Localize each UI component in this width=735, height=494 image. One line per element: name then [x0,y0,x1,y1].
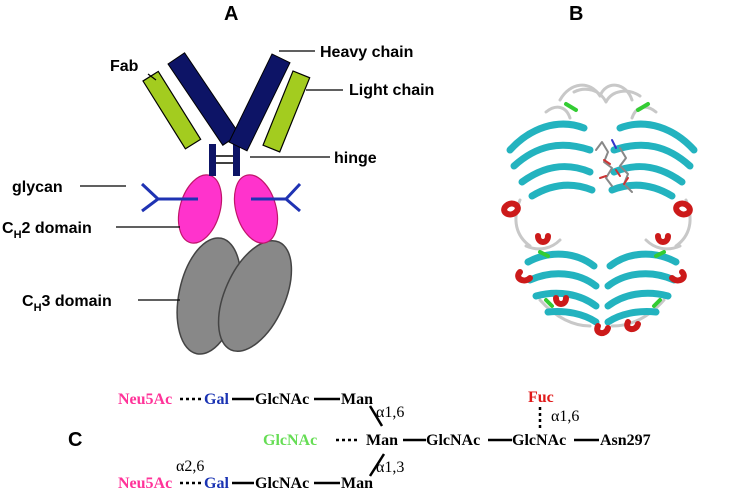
glcnac-core-2: GlcNAc [512,432,566,449]
light-chain-label: Light chain [349,82,434,99]
hinge-region [209,144,240,176]
ch3-domain-right [217,239,293,353]
neu5ac-bottom: Neu5Ac [118,475,172,492]
heavy-chain-right [228,53,291,152]
link-man-bottom-core [368,453,386,477]
fab-label: Fab [110,58,139,75]
panel-c-letter: C [68,429,82,451]
ch2-domain-right [233,174,279,244]
man-core: Man [366,432,398,449]
glycan-label: glycan [12,179,63,196]
ch2-label: CH2 domain [2,220,92,241]
beta-strands-upper-right [608,120,698,200]
heavy-chain-label: Heavy chain [320,44,413,61]
loop-coils [514,83,692,328]
alpha16-top-label: α1,6 [376,404,404,421]
beta-strands-lower-right [604,250,680,326]
neu5ac-top: Neu5Ac [118,391,172,408]
ch2-domain-left [177,174,223,244]
alpha-helices [501,200,693,336]
glycan-sticks [595,139,633,193]
panel-b: B [501,3,698,336]
link-man-top-core [368,405,384,427]
light-chain-right [262,70,311,153]
glcnac-bisecting: GlcNAc [263,432,317,449]
beta-strands-upper-left [506,120,596,200]
glcnac-core-1: GlcNAc [426,432,480,449]
panel-b-letter: B [569,3,583,25]
fucose: Fuc [528,389,554,406]
glcnac-bottom: GlcNAc [255,475,309,492]
man-top: Man [341,391,373,408]
panel-a-letter: A [224,3,238,25]
fab-callout [147,73,157,81]
glycan-fork-right [251,182,302,213]
beta-strands-lower-left [524,250,600,326]
panel-a: A Fab Heavy chain [2,3,434,355]
man-bottom: Man [341,475,373,492]
turns [538,102,666,308]
ch3-label: CH3 domain [22,293,112,314]
alpha13-label: α1,3 [376,459,404,476]
fc-ribbon-structure [501,83,698,336]
alpha26-label: α2,6 [176,458,204,475]
asn297: Asn297 [600,432,651,449]
panel-c: C Neu5Ac Gal GlcNAc Man α1,6 GlcNAc Man … [68,389,651,492]
hinge-label: hinge [334,150,377,167]
glycan-fork-left [140,182,198,213]
gal-bottom: Gal [204,475,229,492]
gal-top: Gal [204,391,229,408]
glcnac-top: GlcNAc [255,391,309,408]
alpha16-fucose-label: α1,6 [551,408,579,425]
